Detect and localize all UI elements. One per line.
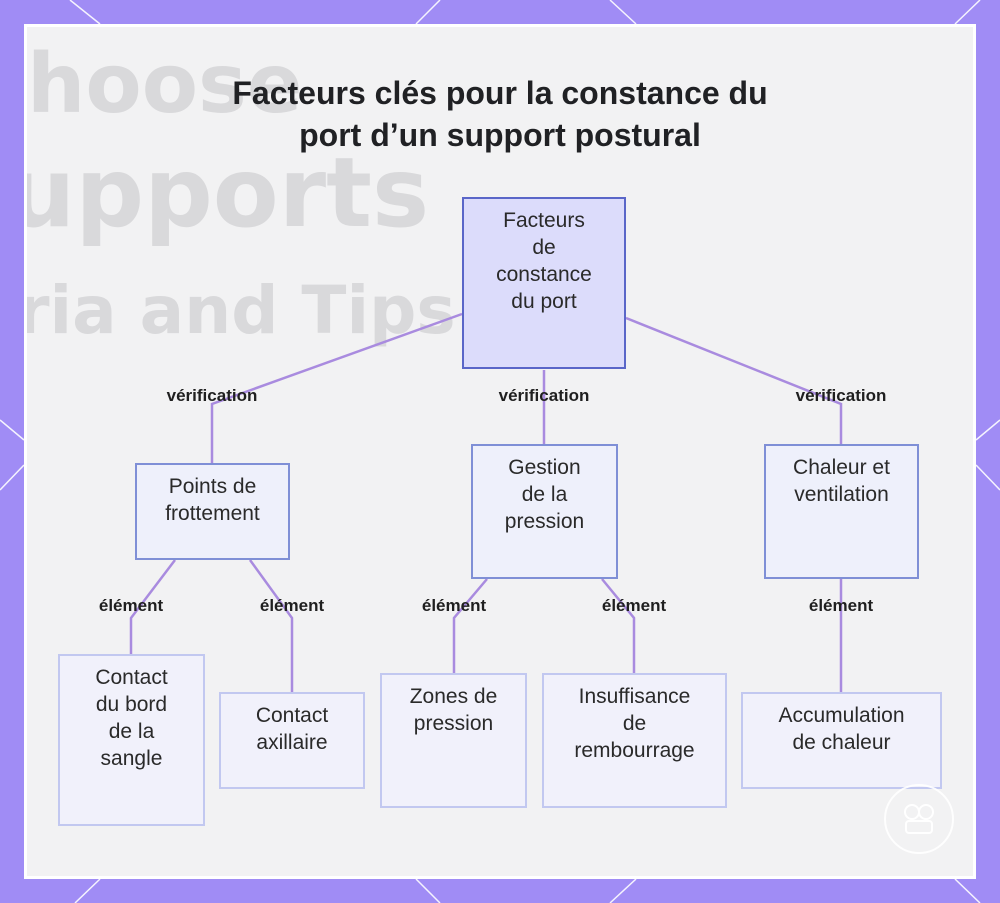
edge-root-points [210, 312, 463, 463]
node-zones-de-pression: Zones de pression [380, 673, 527, 808]
title-line-1: Facteurs clés pour la constance du [232, 75, 768, 111]
edge-points-contact-axillaire [248, 559, 294, 692]
edge-pression-zones [452, 578, 488, 673]
title-line-2: port d’un support postural [299, 117, 701, 153]
watermark-logo-icon [884, 784, 954, 854]
edge-label-element-3: élément [421, 596, 487, 615]
node-chaleur-et-ventilation: Chaleur et ventilation [764, 444, 919, 579]
node-gestion-de-la-pression: Gestion de la pression [471, 444, 618, 579]
background-ghost-text-3: ria and Tips [24, 272, 456, 349]
edge-root-chaleur [625, 316, 843, 444]
node-accumulation-de-chaleur: Accumulation de chaleur [741, 692, 942, 789]
edge-points-contact-bord [129, 559, 176, 654]
edge-label-element-2: élément [259, 596, 325, 615]
edge-label-verification-right: vérification [795, 386, 887, 405]
edge-label-element-4: élément [601, 596, 667, 615]
node-root: Facteurs de constance du port [462, 197, 626, 369]
node-insuffisance-de-rembourrage: Insuffisance de rembourrage [542, 673, 727, 808]
background-ghost-text-2: upports [24, 137, 430, 249]
diagram-title: Facteurs clés pour la constance du port … [0, 72, 1000, 156]
node-contact-axillaire: Contact axillaire [219, 692, 365, 789]
edge-label-verification-mid: vérification [498, 386, 590, 405]
edge-label-verification-left: vérification [166, 386, 258, 405]
node-contact-du-bord-de-la-sangle: Contact du bord de la sangle [58, 654, 205, 826]
node-points-de-frottement: Points de frottement [135, 463, 290, 560]
edge-label-element-5: élément [808, 596, 874, 615]
edge-label-element-1: élément [98, 596, 164, 615]
edge-pression-insuffisance [601, 578, 636, 673]
background-ghost-text-1: hoose [27, 37, 303, 132]
